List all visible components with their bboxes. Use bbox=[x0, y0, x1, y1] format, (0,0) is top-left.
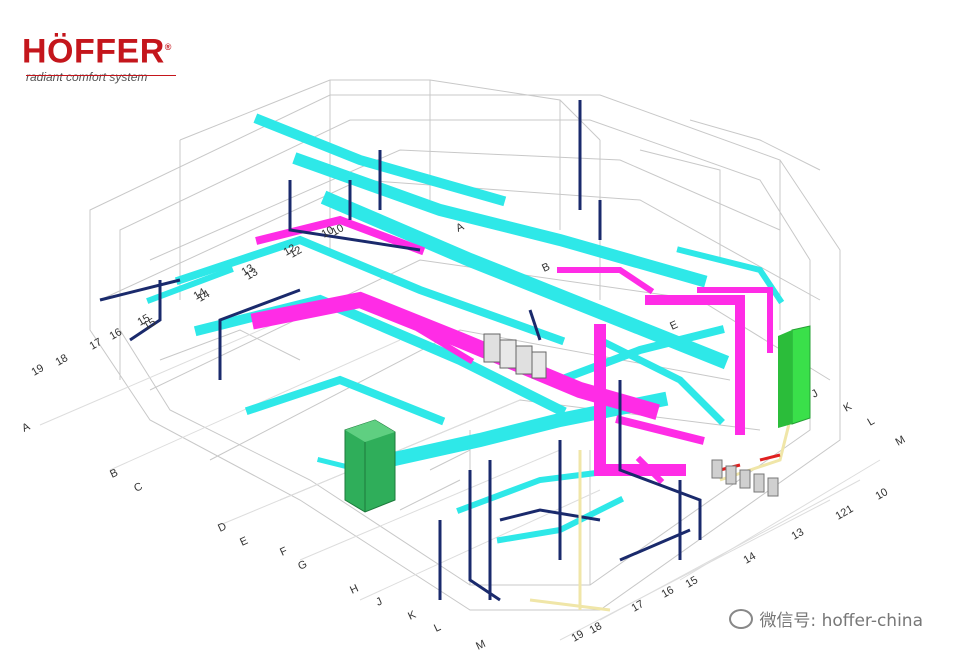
brand-tagline: radiant comfort system bbox=[26, 70, 148, 85]
axis-label: C bbox=[132, 480, 144, 494]
right-axis-letters: J K L M bbox=[810, 387, 908, 448]
left-axis-letters: A B C D E F G H J K L M bbox=[20, 420, 487, 652]
axis-label: 15 bbox=[136, 312, 153, 329]
watermark-text: 微信号: hoffer-china bbox=[759, 611, 923, 631]
axis-label: 12 bbox=[282, 242, 299, 259]
interior-label: 13 bbox=[244, 266, 261, 283]
axis-label: 121 bbox=[834, 503, 856, 523]
interior-label: 10 bbox=[330, 222, 347, 239]
axis-label: 14 bbox=[742, 550, 759, 567]
grey-air-handlers bbox=[483, 333, 547, 379]
axis-label: E bbox=[238, 535, 250, 549]
axis-label: G bbox=[296, 558, 309, 572]
axis-label: 19 bbox=[30, 362, 47, 379]
cyan-ducts bbox=[146, 113, 785, 544]
interior-label: 15 bbox=[142, 316, 159, 333]
interior-label: 12 bbox=[288, 244, 305, 261]
interior-label: A bbox=[454, 220, 466, 234]
axis-label: A bbox=[20, 420, 32, 434]
interior-label: 14 bbox=[196, 288, 213, 305]
axis-label: J bbox=[810, 387, 821, 400]
axis-label: L bbox=[866, 415, 877, 428]
interior-label: E bbox=[668, 319, 680, 333]
bright-green-panel bbox=[778, 325, 811, 428]
axis-label: H bbox=[348, 582, 360, 596]
axis-label: 10 bbox=[874, 486, 891, 503]
axis-label: K bbox=[406, 608, 418, 622]
left-axis-numbers: 19 18 17 16 15 14 13 12 10 bbox=[30, 224, 337, 379]
brand-logo: HÖFFER® radiant comfort system bbox=[22, 30, 176, 85]
watermark: 微信号: hoffer-china bbox=[729, 606, 923, 631]
wechat-icon bbox=[729, 608, 754, 629]
axis-label: L bbox=[432, 621, 443, 634]
interior-label: B bbox=[540, 261, 552, 275]
brand-name: HÖFFER® bbox=[22, 32, 172, 71]
axis-label: M bbox=[474, 638, 487, 653]
axis-label: 18 bbox=[588, 620, 605, 637]
right-axis-numbers: 10 121 13 14 15 16 17 18 19 bbox=[570, 486, 891, 645]
axis-label: F bbox=[278, 545, 289, 559]
axis-label: 13 bbox=[790, 526, 807, 543]
axis-label: M bbox=[894, 434, 908, 449]
axis-label: J bbox=[374, 596, 384, 609]
axis-label: 10 bbox=[320, 224, 337, 241]
axis-label: 19 bbox=[570, 628, 587, 645]
axis-label: K bbox=[842, 400, 855, 414]
axis-label: 16 bbox=[660, 584, 677, 601]
brand-underline bbox=[26, 75, 176, 76]
magenta-ducts bbox=[250, 215, 773, 485]
interior-labels: A B E 10 12 13 14 15 bbox=[142, 220, 680, 332]
axis-label: 14 bbox=[192, 286, 209, 303]
axis-label: 17 bbox=[88, 336, 105, 353]
axis-label: 13 bbox=[240, 262, 257, 279]
axis-label: 17 bbox=[630, 598, 647, 615]
green-cabinet bbox=[344, 419, 396, 513]
manifold-units bbox=[711, 459, 779, 497]
axis-label: 15 bbox=[684, 574, 701, 591]
equipment-units bbox=[344, 325, 811, 513]
axis-label: 16 bbox=[108, 326, 125, 343]
axis-label: B bbox=[108, 467, 120, 481]
axis-label: 18 bbox=[54, 352, 71, 369]
